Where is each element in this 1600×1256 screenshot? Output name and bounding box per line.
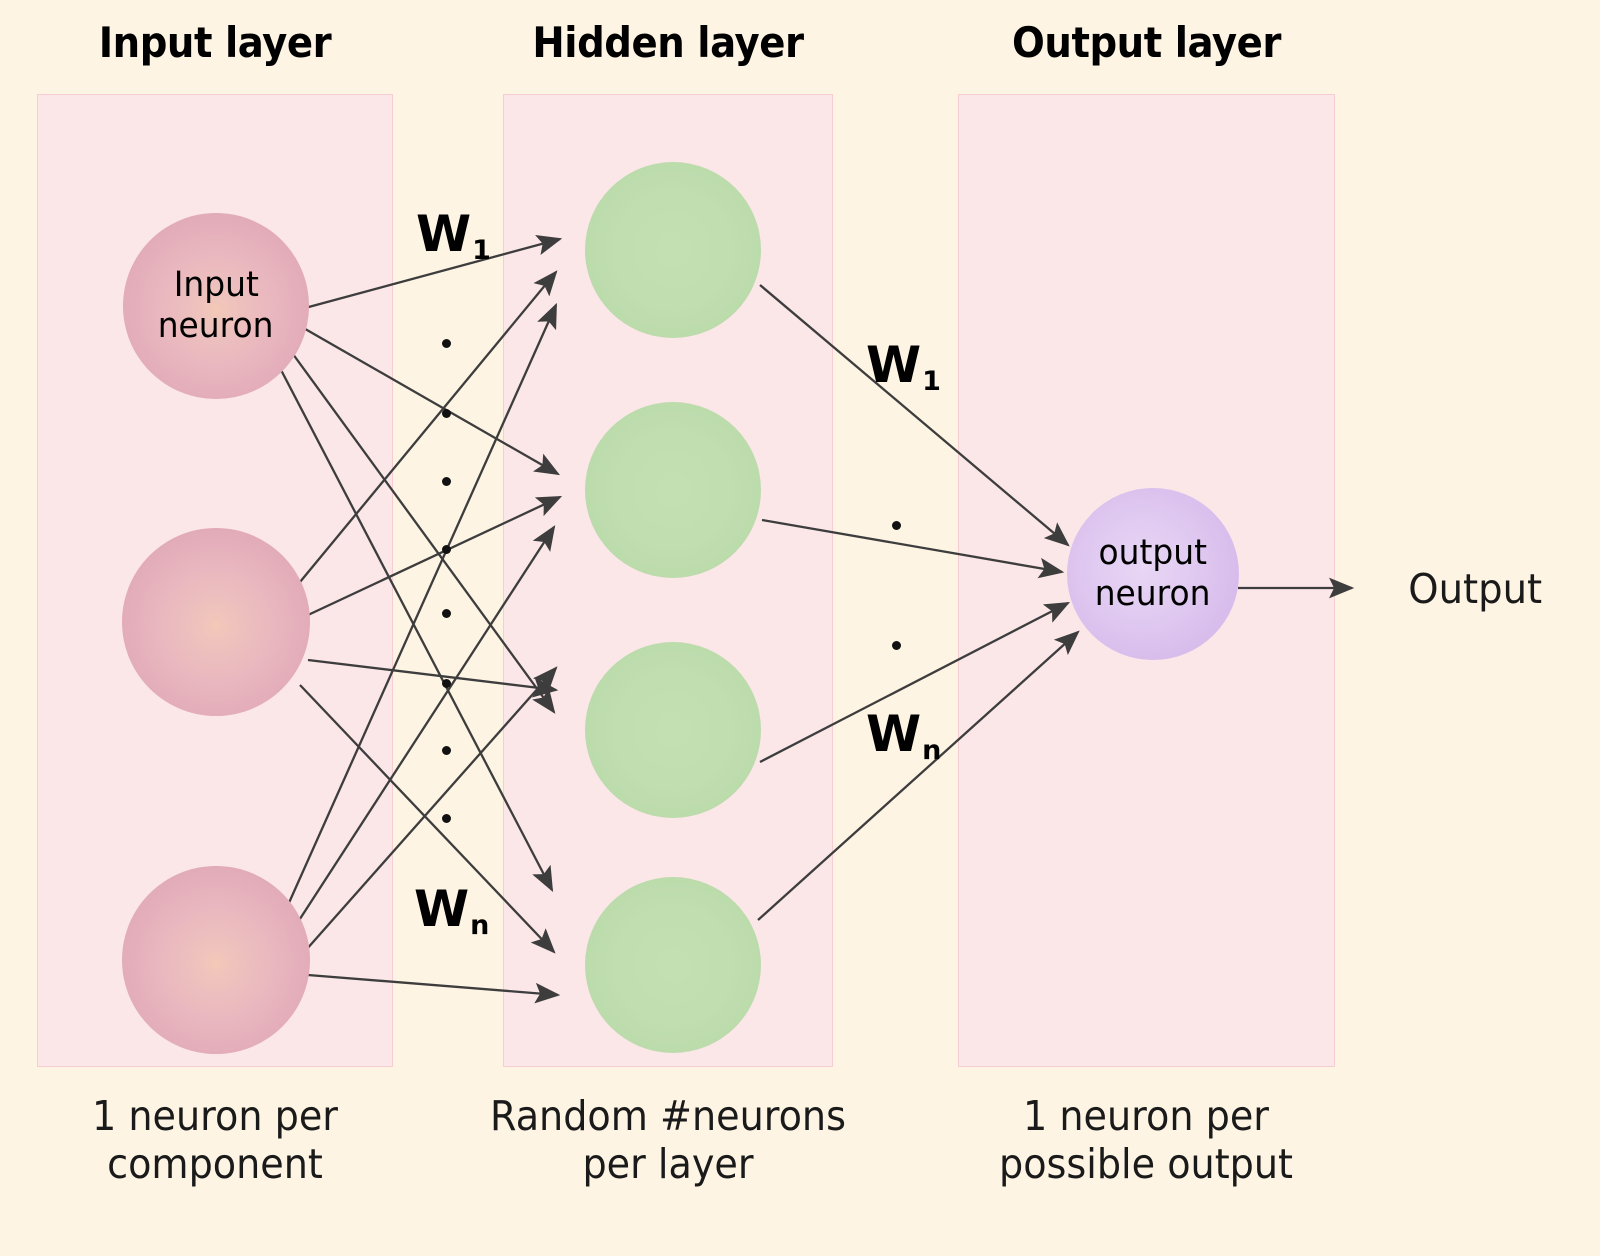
hidden-layer-caption: Random #neurons per layer [473, 1092, 864, 1189]
ellipsis-dot-input-hidden [442, 339, 451, 348]
ellipsis-dot-input-hidden [442, 477, 451, 486]
ellipsis-dot-input-hidden [442, 545, 451, 554]
weight-label-input-hidden-last: Wn [414, 880, 490, 941]
input-layer-title: Input layer [98, 18, 332, 67]
weight-symbol: W [866, 336, 922, 394]
weight-label-hidden-output-last: Wn [866, 705, 942, 766]
hidden-neuron-3[interactable] [585, 642, 761, 818]
output-signal-label: Output [1408, 565, 1543, 613]
hidden-neuron-1[interactable] [585, 162, 761, 338]
output-neuron[interactable]: output neuron [1067, 488, 1239, 660]
hidden-caption-line1: Random #neurons [490, 1092, 846, 1140]
weight-subscript: n [922, 735, 942, 766]
weight-symbol: W [414, 880, 470, 938]
output-neuron-label-line2: neuron [1095, 574, 1211, 614]
input-neuron-1-label-line1: Input [173, 264, 259, 305]
ellipsis-dot-input-hidden [442, 746, 451, 755]
input-neuron-1[interactable]: Input neuron [123, 213, 309, 399]
ellipsis-dot-input-hidden [442, 409, 451, 418]
hidden-layer-title: Hidden layer [532, 18, 804, 67]
output-layer-caption: 1 neuron per possible output [954, 1092, 1337, 1189]
input-neuron-3[interactable] [122, 866, 310, 1054]
weight-subscript: 1 [922, 366, 941, 397]
ellipsis-dot-input-hidden [442, 609, 451, 618]
weight-label-hidden-output-first: W1 [866, 336, 941, 397]
output-caption-line1: 1 neuron per [1023, 1092, 1269, 1140]
input-neuron-2[interactable] [122, 528, 310, 716]
ellipsis-dot-hidden-output [892, 521, 901, 530]
ellipsis-dot-input-hidden [442, 679, 451, 688]
input-layer-caption: 1 neuron per component [31, 1092, 399, 1189]
hidden-neuron-2[interactable] [585, 402, 761, 578]
weight-subscript: n [470, 910, 490, 941]
weight-label-input-hidden-first: W1 [416, 205, 491, 266]
input-caption-line1: 1 neuron per [92, 1092, 338, 1140]
weight-symbol: W [416, 205, 472, 263]
input-caption-line2: component [107, 1140, 323, 1189]
weight-symbol: W [866, 705, 922, 763]
weight-subscript: 1 [472, 235, 491, 266]
hidden-neuron-4[interactable] [585, 877, 761, 1053]
input-neuron-1-label-line2: neuron [158, 306, 274, 346]
ellipsis-dot-hidden-output [892, 641, 901, 650]
ellipsis-dot-input-hidden [442, 814, 451, 823]
output-neuron-label-line1: output [1098, 532, 1208, 573]
output-layer-title: Output layer [1012, 18, 1281, 67]
output-caption-line2: possible output [998, 1140, 1293, 1189]
hidden-caption-line2: per layer [582, 1140, 754, 1189]
